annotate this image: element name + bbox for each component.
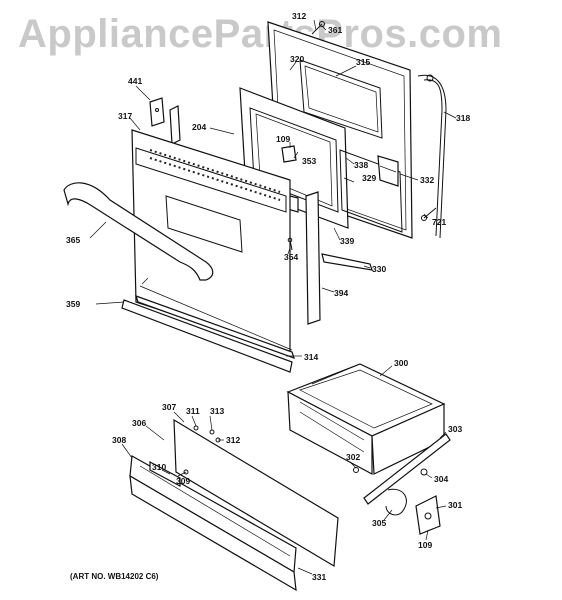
trim-strip <box>321 253 373 271</box>
drawer-front-panel <box>129 418 339 592</box>
label-317: 317 <box>118 111 132 121</box>
screw-313-icon <box>209 429 215 435</box>
bracket-301 <box>415 495 441 535</box>
gasket-clip <box>426 74 434 82</box>
label-329: 329 <box>362 173 376 183</box>
label-354: 354 <box>284 252 298 262</box>
label-308: 308 <box>112 435 126 445</box>
label-302: 302 <box>346 452 360 462</box>
vertical-post <box>305 191 321 325</box>
label-721: 721 <box>432 217 446 227</box>
label-312: 312 <box>292 11 306 21</box>
label-109-top: 109 <box>276 134 290 144</box>
label-306: 306 <box>132 418 146 428</box>
label-307: 307 <box>162 402 176 412</box>
label-305: 305 <box>372 518 386 528</box>
label-330: 330 <box>372 264 386 274</box>
clip-109 <box>281 145 297 163</box>
hinge-bracket <box>377 155 399 187</box>
screw-312-icon <box>311 21 325 35</box>
label-365: 365 <box>66 235 80 245</box>
label-394: 394 <box>334 288 348 298</box>
label-204: 204 <box>192 122 206 132</box>
leader-lines <box>89 19 457 575</box>
art-number: (ART NO. WB14202 C6) <box>70 572 159 581</box>
label-300: 300 <box>394 358 408 368</box>
label-441: 441 <box>128 76 142 86</box>
label-353: 353 <box>302 156 316 166</box>
side-channel <box>169 105 181 145</box>
label-301: 301 <box>448 500 462 510</box>
clip-305 <box>385 488 407 516</box>
label-315: 315 <box>356 57 370 67</box>
label-314: 314 <box>304 352 318 362</box>
label-318: 318 <box>456 113 470 123</box>
label-320: 320 <box>290 54 304 64</box>
bottom-trim <box>121 277 295 373</box>
label-310: 310 <box>152 462 166 472</box>
screw-311-icon <box>193 425 199 431</box>
label-303: 303 <box>448 424 462 434</box>
label-109-bottom: 109 <box>418 540 432 550</box>
screw-354-icon <box>287 237 293 251</box>
label-339: 339 <box>340 236 354 246</box>
label-361: 361 <box>328 25 342 35</box>
label-309: 309 <box>176 476 190 486</box>
label-331: 331 <box>312 572 326 582</box>
nut-304-icon <box>420 468 428 476</box>
drawer-body <box>286 363 446 476</box>
label-338: 338 <box>354 160 368 170</box>
label-359: 359 <box>66 299 80 309</box>
strap-310 <box>149 461 181 487</box>
label-313: 313 <box>210 406 224 416</box>
drawer-rail <box>363 433 451 505</box>
screw-309-icon <box>183 469 189 475</box>
label-312-lower: 312 <box>226 435 240 445</box>
bracket-441 <box>149 97 165 127</box>
screw-302-icon <box>353 467 359 473</box>
label-304: 304 <box>434 474 448 484</box>
door-gasket <box>417 74 447 239</box>
label-332: 332 <box>420 175 434 185</box>
door-handle <box>63 182 214 281</box>
label-311: 311 <box>186 406 200 416</box>
watermark-text: AppliancePartsPros.com <box>18 12 503 56</box>
